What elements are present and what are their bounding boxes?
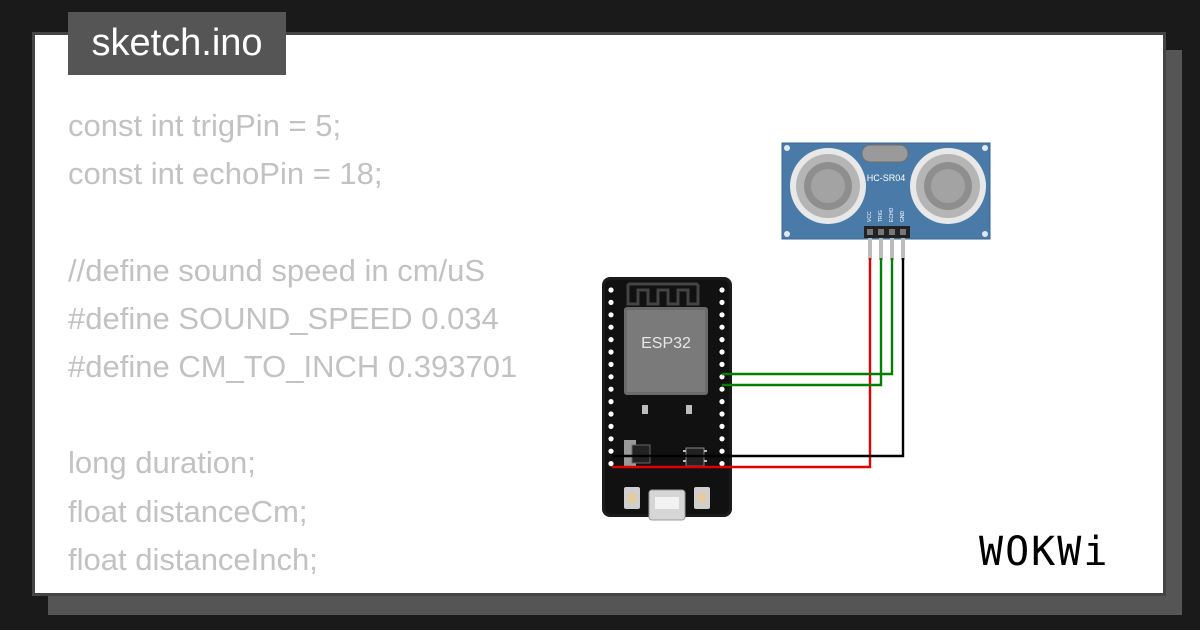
header-pin[interactable] — [719, 374, 725, 380]
code-line: #define CM_TO_INCH 0.393701 — [68, 348, 518, 384]
code-line: const int echoPin = 18; — [68, 156, 383, 192]
header-pin[interactable] — [719, 399, 725, 405]
wire-gnd[interactable] — [612, 258, 905, 458]
wire-vcc[interactable] — [612, 258, 872, 469]
code-preview: const int trigPin = 5; const int echoPin … — [68, 102, 568, 584]
header-pin[interactable] — [719, 411, 725, 417]
header-pin[interactable] — [608, 349, 614, 355]
wire-trig[interactable] — [722, 258, 883, 387]
header-pin[interactable] — [608, 423, 614, 429]
preview-card — [32, 32, 1166, 596]
code-line: //define sound speed in cm/uS — [68, 252, 486, 288]
code-line: const int trigPin = 5; — [68, 108, 342, 143]
file-tab[interactable]: sketch.ino — [68, 12, 286, 75]
pin-label-vcc: VCC — [867, 211, 873, 222]
header-pin[interactable] — [608, 374, 614, 380]
code-line: long duration; — [68, 445, 256, 481]
wokwi-logo-icon[interactable]: WOKWi — [975, 525, 1150, 580]
wokwi-logo-text: WOKWi — [979, 529, 1109, 575]
header-pin[interactable] — [608, 461, 614, 467]
header-pin[interactable] — [719, 361, 725, 367]
pin-label-trig: TRIG — [878, 210, 884, 222]
code-line — [68, 391, 568, 439]
code-line — [68, 198, 568, 246]
header-pin[interactable] — [719, 299, 725, 305]
wires — [612, 258, 905, 469]
header-pin[interactable] — [608, 411, 614, 417]
ultrasonic-sensor-icon[interactable]: HC-SR04 VCC TRIG ECHO GND — [781, 142, 991, 260]
header-pin[interactable] — [608, 324, 614, 330]
header-pin[interactable] — [608, 287, 614, 293]
header-pin[interactable] — [608, 399, 614, 405]
pin-label-echo: ECHO — [889, 207, 895, 222]
header-pin[interactable] — [719, 324, 725, 330]
header-pin[interactable] — [608, 386, 614, 392]
header-pin[interactable] — [608, 299, 614, 305]
code-line: #define SOUND_SPEED 0.034 — [68, 300, 499, 336]
header-pin[interactable] — [719, 287, 725, 293]
header-pin[interactable] — [608, 361, 614, 367]
esp32-board-icon[interactable]: ESP32 — [602, 277, 732, 521]
sensor-label: HC-SR04 — [867, 173, 906, 183]
header-pin[interactable] — [719, 423, 725, 429]
header-pin[interactable] — [719, 349, 725, 355]
header-pin[interactable] — [719, 337, 725, 343]
header-pin[interactable] — [608, 448, 614, 454]
circuit-diagram: HC-SR04 VCC TRIG ECHO GND ESP32 — [602, 142, 991, 521]
header-pin[interactable] — [719, 386, 725, 392]
board-label: ESP32 — [641, 335, 691, 352]
pin-label-gnd: GND — [900, 211, 906, 223]
wire-echo[interactable] — [722, 258, 894, 376]
header-pin[interactable] — [719, 436, 725, 442]
header-pin[interactable] — [608, 436, 614, 442]
header-pin[interactable] — [719, 461, 725, 467]
code-line: float distanceInch; — [68, 541, 318, 577]
header-pin[interactable] — [719, 448, 725, 454]
header-pin[interactable] — [608, 312, 614, 318]
header-pin[interactable] — [608, 337, 614, 343]
header-pin[interactable] — [719, 312, 725, 318]
code-line: float distanceCm; — [68, 493, 308, 529]
